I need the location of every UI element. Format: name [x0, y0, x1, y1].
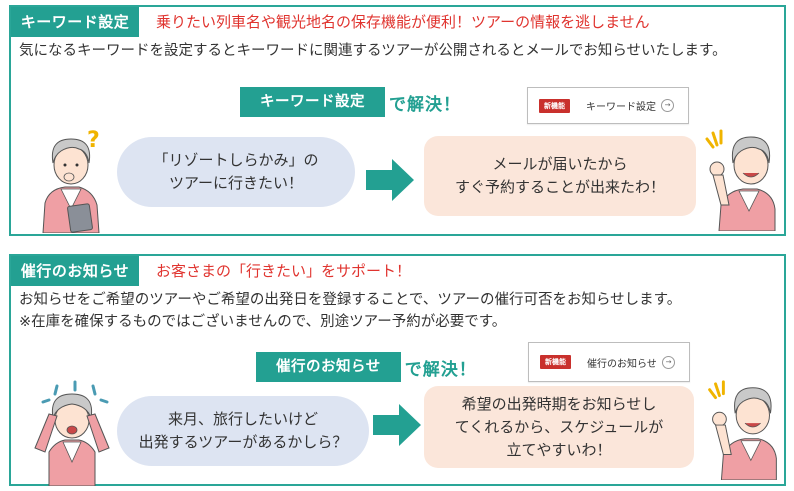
- section-description: 気になるキーワードを設定するとキーワードに関連するツアーが公開されるとメールでお…: [19, 43, 727, 59]
- solve-callout: 催行のお知らせ で解決！: [256, 352, 477, 382]
- keyword-setting-label-box: キーワード設定: [240, 87, 385, 117]
- question-bubble: 「リゾートしらかみ」の ツアーに行きたい！: [117, 137, 355, 207]
- departure-notice-panel: 催行のお知らせ お客さまの「行きたい」をサポート！ お知らせをご希望のツアーやご…: [9, 254, 786, 486]
- answer-bubble: メールが届いたから すぐ予約することが出来たわ！: [424, 136, 696, 216]
- circle-arrow-right-icon: →: [661, 99, 674, 112]
- worried-woman-holding-head-icon: [34, 380, 110, 486]
- section-tag: 催行のお知らせ: [11, 256, 139, 286]
- feature-label: キーワード設定: [586, 102, 656, 113]
- solve-suffix: で解決！: [404, 359, 477, 380]
- thinking-woman-with-tablet-icon: ?: [42, 128, 100, 233]
- keyword-setting-feature-button[interactable]: 新機能 キーワード設定 →: [527, 87, 689, 124]
- feature-label: 催行のお知らせ: [587, 358, 657, 370]
- section-headline: お客さまの「行きたい」をサポート！: [156, 262, 412, 280]
- happy-woman-ok-sign-icon: [705, 129, 776, 231]
- departure-notice-feature-button[interactable]: 新機能 催行のお知らせ →: [528, 342, 690, 382]
- arrow-right-icon: [366, 159, 414, 201]
- new-feature-badge: 新機能: [539, 98, 570, 113]
- section-description: お知らせをご希望のツアーやご希望の出発日を登録することで、ツアーの催行可否をお知…: [19, 292, 682, 330]
- section-headline: 乗りたい列車名や観光地名の保存機能が便利！ツアーの情報を逃しません: [156, 13, 650, 31]
- answer-bubble: 希望の出発時期をお知らせし てくれるから、スケジュールが 立てやすいわ！: [424, 386, 694, 468]
- solve-callout: キーワード設定 で解決！: [240, 87, 461, 117]
- question-bubble: 来月、旅行したいけど 出発するツアーがあるかしら？: [117, 396, 369, 466]
- solve-suffix: で解決！: [389, 94, 461, 115]
- happy-woman-ok-sign-icon: [708, 380, 777, 480]
- keyword-setting-panel: キーワード設定 乗りたい列車名や観光地名の保存機能が便利！ツアーの情報を逃しませ…: [9, 5, 786, 236]
- arrow-right-icon: [373, 404, 421, 446]
- departure-notice-label-box: 催行のお知らせ: [256, 352, 401, 382]
- section-tag: キーワード設定: [11, 7, 139, 37]
- new-feature-badge: 新機能: [540, 355, 571, 369]
- circle-arrow-right-icon: →: [662, 355, 675, 369]
- svg-text:?: ?: [87, 128, 100, 153]
